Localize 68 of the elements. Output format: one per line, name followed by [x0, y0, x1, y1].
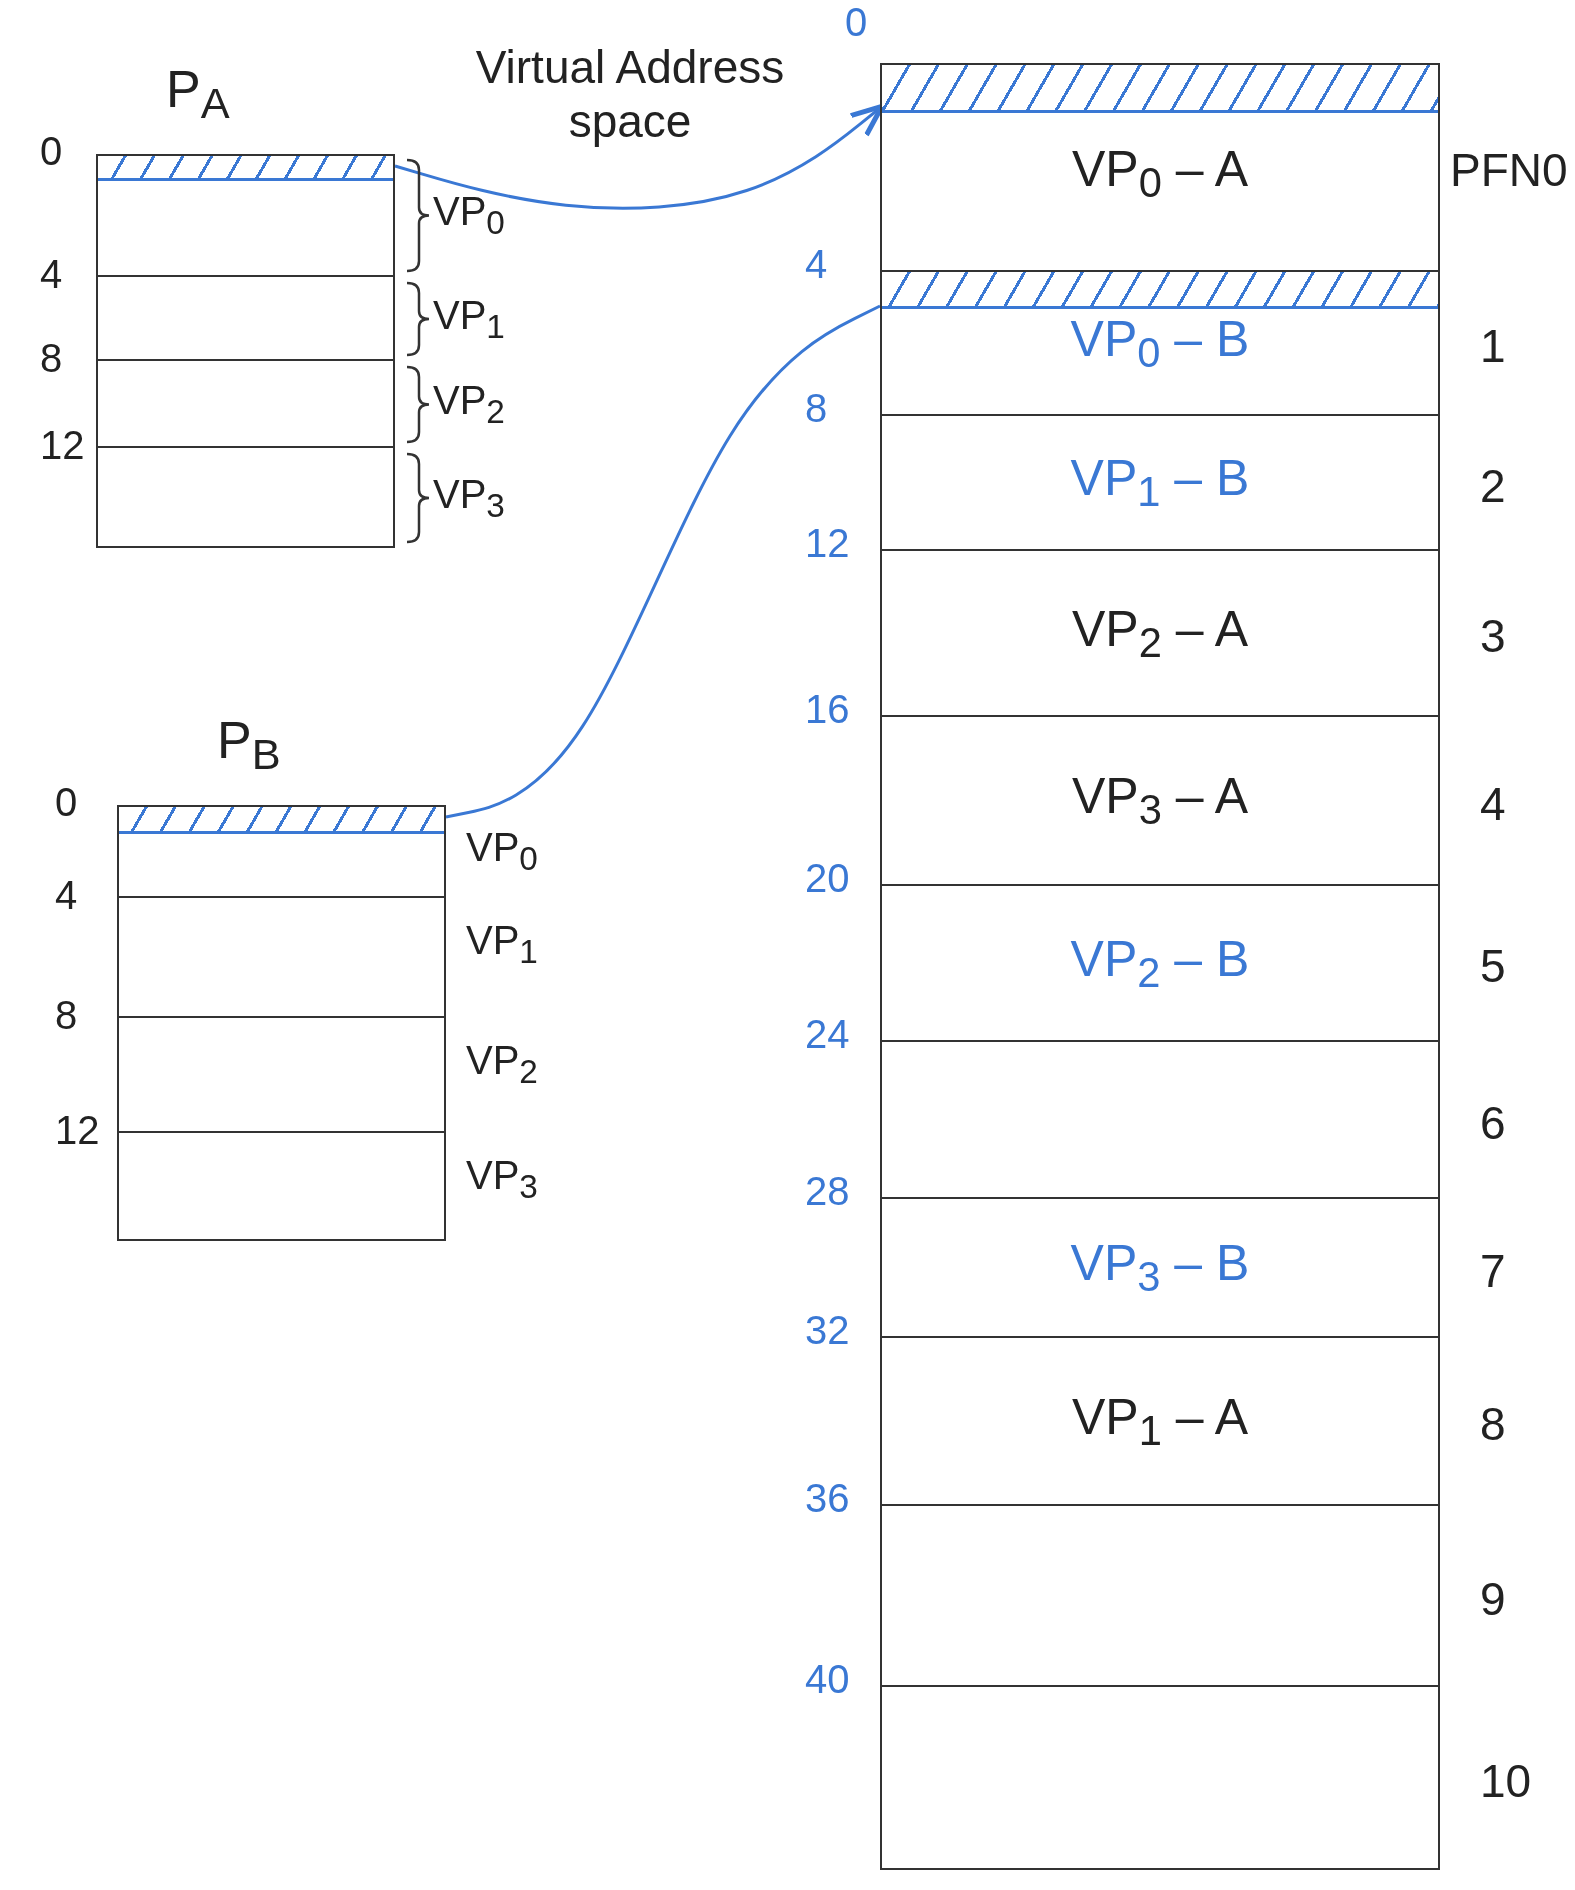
address-label: 16 — [805, 687, 850, 732]
address-label: 4 — [40, 252, 63, 297]
memory-page — [880, 416, 1440, 551]
page-label: VP$_{2}$ — [466, 1038, 538, 1091]
memory-page — [880, 1687, 1440, 1870]
frame-number: 9 — [1480, 1571, 1506, 1626]
memory-page — [96, 277, 395, 361]
memory-page — [880, 717, 1440, 886]
address-label: 8 — [55, 993, 78, 1038]
memory-page — [117, 1018, 446, 1133]
memory-page — [117, 1133, 446, 1241]
address-label: 20 — [805, 856, 850, 901]
memory-page — [880, 551, 1440, 717]
memory-page — [96, 154, 395, 277]
address-label: 12 — [55, 1108, 100, 1153]
memory-page — [880, 1338, 1440, 1506]
page-label: VP$_{3}$ — [466, 1153, 538, 1206]
frame-number: 3 — [1480, 609, 1506, 663]
address-label: 8 — [40, 336, 63, 381]
address-label: 4 — [55, 873, 78, 918]
address-label: 4 — [805, 242, 828, 287]
address-label: 0 — [845, 0, 868, 45]
frame-number: 6 — [1480, 1095, 1506, 1150]
page-label: VP$_{3}$ – A — [1071, 767, 1249, 834]
page-label: VP$_{2}$ — [433, 378, 505, 431]
page-label: VP$_{0}$ – A — [1071, 140, 1249, 207]
page-label: VP$_{1}$ – A — [1071, 1387, 1249, 1455]
memory-page — [880, 1506, 1440, 1687]
memory-page — [880, 1042, 1440, 1199]
address-label: 12 — [805, 521, 850, 566]
page-label: VP$_{1}$ — [433, 292, 505, 346]
memory-page — [880, 63, 1440, 272]
page-label: VP$_{2}$ – A — [1071, 599, 1249, 667]
page-label: VP$_{0}$ — [466, 825, 538, 878]
address-label: 40 — [805, 1657, 850, 1702]
page-label: VP$_{0}$ – B — [1070, 309, 1250, 377]
page-label: VP$_{3}$ – B — [1070, 1234, 1250, 1301]
page-label: VP$_{3}$ — [433, 471, 505, 525]
frame-number: 4 — [1480, 776, 1506, 831]
frame-number: 5 — [1480, 939, 1506, 993]
memory-page — [96, 448, 395, 548]
address-label: 0 — [55, 780, 78, 825]
address-label: 12 — [40, 423, 85, 468]
page-label: VP$_{1}$ – B — [1070, 449, 1250, 516]
frame-number: 8 — [1480, 1397, 1506, 1451]
memory-page — [880, 1199, 1440, 1338]
annotation: Virtual Address space — [474, 40, 786, 148]
table-title: P$_{B}$ — [217, 710, 281, 780]
table-title: P$_{A}$ — [166, 59, 230, 129]
address-label: 8 — [805, 386, 828, 431]
page-label: VP$_{1}$ — [466, 918, 538, 971]
memory-page — [117, 805, 446, 898]
page-label: VP$_{0}$ — [433, 189, 505, 242]
frame-number: 7 — [1480, 1243, 1506, 1298]
frame-number: 2 — [1480, 458, 1506, 513]
frame-number: 1 — [1480, 319, 1506, 373]
frame-number: 10 — [1480, 1753, 1532, 1808]
memory-page — [96, 361, 395, 448]
address-label: 32 — [805, 1308, 850, 1353]
memory-page — [880, 272, 1440, 416]
address-label: 0 — [40, 129, 63, 174]
address-label: 28 — [805, 1169, 850, 1214]
frame-number: PFN0 — [1450, 142, 1568, 197]
memory-page — [880, 886, 1440, 1042]
memory-page — [117, 898, 446, 1018]
address-label: 36 — [805, 1476, 850, 1521]
page-label: VP$_{2}$ – B — [1070, 929, 1250, 997]
address-label: 24 — [805, 1012, 850, 1057]
